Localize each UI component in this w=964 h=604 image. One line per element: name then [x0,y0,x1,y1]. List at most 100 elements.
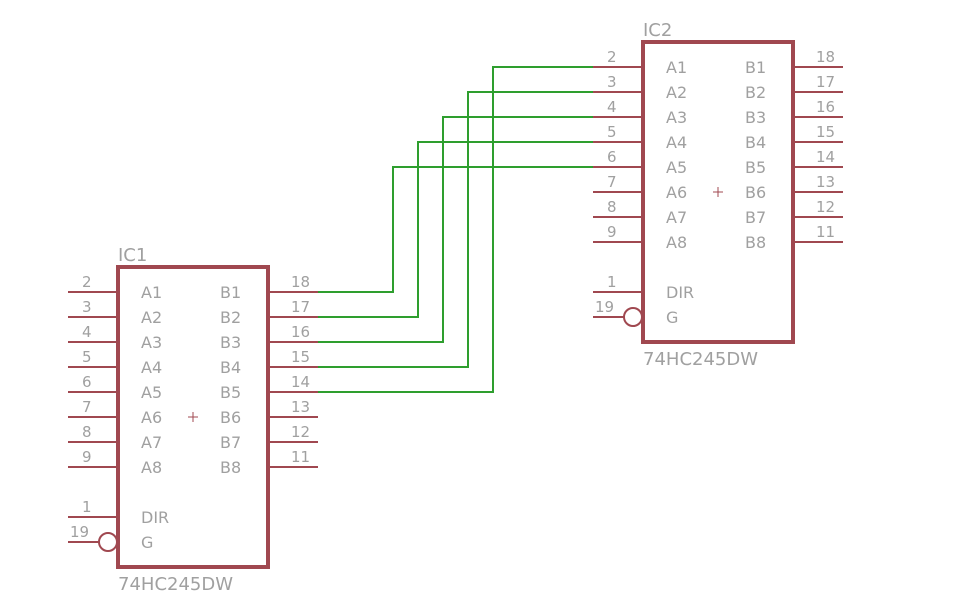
ic2-pin-label: A2 [666,83,687,102]
net-b5-a1[interactable] [318,66,593,393]
ic1-pin-label: B6 [220,408,241,427]
ic1-pin-label: B4 [220,358,241,377]
ic2-left-pin-labels: A1 A2 A3 A4 A5 A6 A7 A8 DIR G [666,58,694,327]
ic1-pin-label: A4 [141,358,162,377]
ic1-pin-label: A3 [141,333,162,352]
ic2-pin-label: A4 [666,133,687,152]
ic2-g-inversion-bubble [623,307,643,327]
ic2-pin-num: 7 [607,173,617,191]
ic1-right-pin-lines [268,291,318,468]
ic2-pin-label: A3 [666,108,687,127]
ic1-pin-num: 17 [291,298,310,316]
ic2-pin-num: 1 [607,273,617,291]
ic2-pin-label: B2 [745,83,766,102]
ic1-pin-label: B5 [220,383,241,402]
net-b4-a2[interactable] [318,91,593,368]
ic2-pin-label: A7 [666,208,687,227]
ic1-pin-num: 5 [82,348,92,366]
ic2-pin-label: B1 [745,58,766,77]
ic1-pin-label: G [141,533,153,552]
ic1-pin-label: B3 [220,333,241,352]
ic1-pin-num: 6 [82,373,92,391]
ic1-pin-num: 19 [70,523,89,541]
ic2-pin-label: B7 [745,208,766,227]
ic1-pin-label: B8 [220,458,241,477]
ic1-pin-num: 14 [291,373,310,391]
ic2-pin-label: B3 [745,108,766,127]
ic1-pin-num: 4 [82,323,92,341]
ic1-pin-label: B1 [220,283,241,302]
ic1-pin-num: 11 [291,448,310,466]
ic1-pin-num: 7 [82,398,92,416]
ic2-pin-num: 4 [607,98,617,116]
ic1-left-pin-lines [68,291,118,543]
ic2-pin-num: 19 [595,298,614,316]
ic1-right-pin-numbers: 18 17 16 15 14 13 12 11 [291,273,310,466]
ic2-pin-label: B6 [745,183,766,202]
nets [318,66,593,393]
ic1-right-pin-labels: B1 B2 B3 B4 B5 B6 B7 B8 [220,283,241,477]
ic1-pin-num: 9 [82,448,92,466]
ic1-pin-label: A6 [141,408,162,427]
net-b1-a5[interactable] [318,166,593,293]
ic1-pin-num: 3 [82,298,92,316]
ic2-pin-label: B5 [745,158,766,177]
ic2-pin-label: DIR [666,283,694,302]
ic1-pin-label: A7 [141,433,162,452]
ic1-pin-num: 12 [291,423,310,441]
ic1-pin-num: 1 [82,498,92,516]
ic1-value: 74HC245DW [118,574,233,595]
ic1-pin-label: A2 [141,308,162,327]
ic2-pin-num: 18 [816,48,835,66]
ic2-refdes: IC2 [643,20,672,41]
ic2-origin-cross [713,187,723,197]
ic1-pin-num: 2 [82,273,92,291]
ic1-left-pin-labels: A1 A2 A3 A4 A5 A6 A7 A8 DIR G [141,283,169,552]
ic2-pin-num: 8 [607,198,617,216]
ic2-right-pin-labels: B1 B2 B3 B4 B5 B6 B7 B8 [745,58,766,252]
ic2-pin-num: 14 [816,148,835,166]
ic1-left-pin-numbers: 2 3 4 5 6 7 8 9 1 19 [70,273,92,541]
ic2-left-pin-lines [593,66,643,318]
ic1-pin-num: 8 [82,423,92,441]
ic2-pin-label: A1 [666,58,687,77]
ic2-pin-num: 9 [607,223,617,241]
ic1-pin-num: 13 [291,398,310,416]
ic1-pin-num: 15 [291,348,310,366]
ic1-pin-label: A8 [141,458,162,477]
net-b2-a4[interactable] [318,141,593,318]
ic2-left-pin-numbers: 2 3 4 5 6 7 8 9 1 19 [595,48,617,316]
ic1-pin-label: DIR [141,508,169,527]
ic2-pin-num: 11 [816,223,835,241]
net-b3-a3[interactable] [318,116,593,343]
ic2-value: 74HC245DW [643,349,758,370]
ic1-pin-label: B7 [220,433,241,452]
ic2-pin-num: 13 [816,173,835,191]
ic1-pin-label: A5 [141,383,162,402]
ic2-pin-label: B4 [745,133,766,152]
ic1-pin-num: 16 [291,323,310,341]
ic2-pin-num: 2 [607,48,617,66]
ic2-pin-num: 15 [816,123,835,141]
ic1-refdes: IC1 [118,245,147,266]
ic1-pin-num: 18 [291,273,310,291]
ic2[interactable]: IC2 74HC245DW [593,20,843,370]
ic2-pin-num: 6 [607,148,617,166]
ic2-pin-num: 3 [607,73,617,91]
ic1-origin-cross [188,412,198,422]
ic1[interactable]: IC1 74HC245DW [68,245,318,595]
ic2-right-pin-lines [793,66,843,243]
ic2-pin-label: G [666,308,678,327]
ic2-pin-label: A6 [666,183,687,202]
ic2-pin-num: 16 [816,98,835,116]
ic2-pin-label: A8 [666,233,687,252]
ic2-pin-num: 17 [816,73,835,91]
ic1-pin-label: B2 [220,308,241,327]
ic2-pin-label: B8 [745,233,766,252]
ic1-pin-label: A1 [141,283,162,302]
ic2-pin-num: 5 [607,123,617,141]
ic1-g-inversion-bubble [98,532,118,552]
ic2-pin-label: A5 [666,158,687,177]
ic2-right-pin-numbers: 18 17 16 15 14 13 12 11 [816,48,835,241]
